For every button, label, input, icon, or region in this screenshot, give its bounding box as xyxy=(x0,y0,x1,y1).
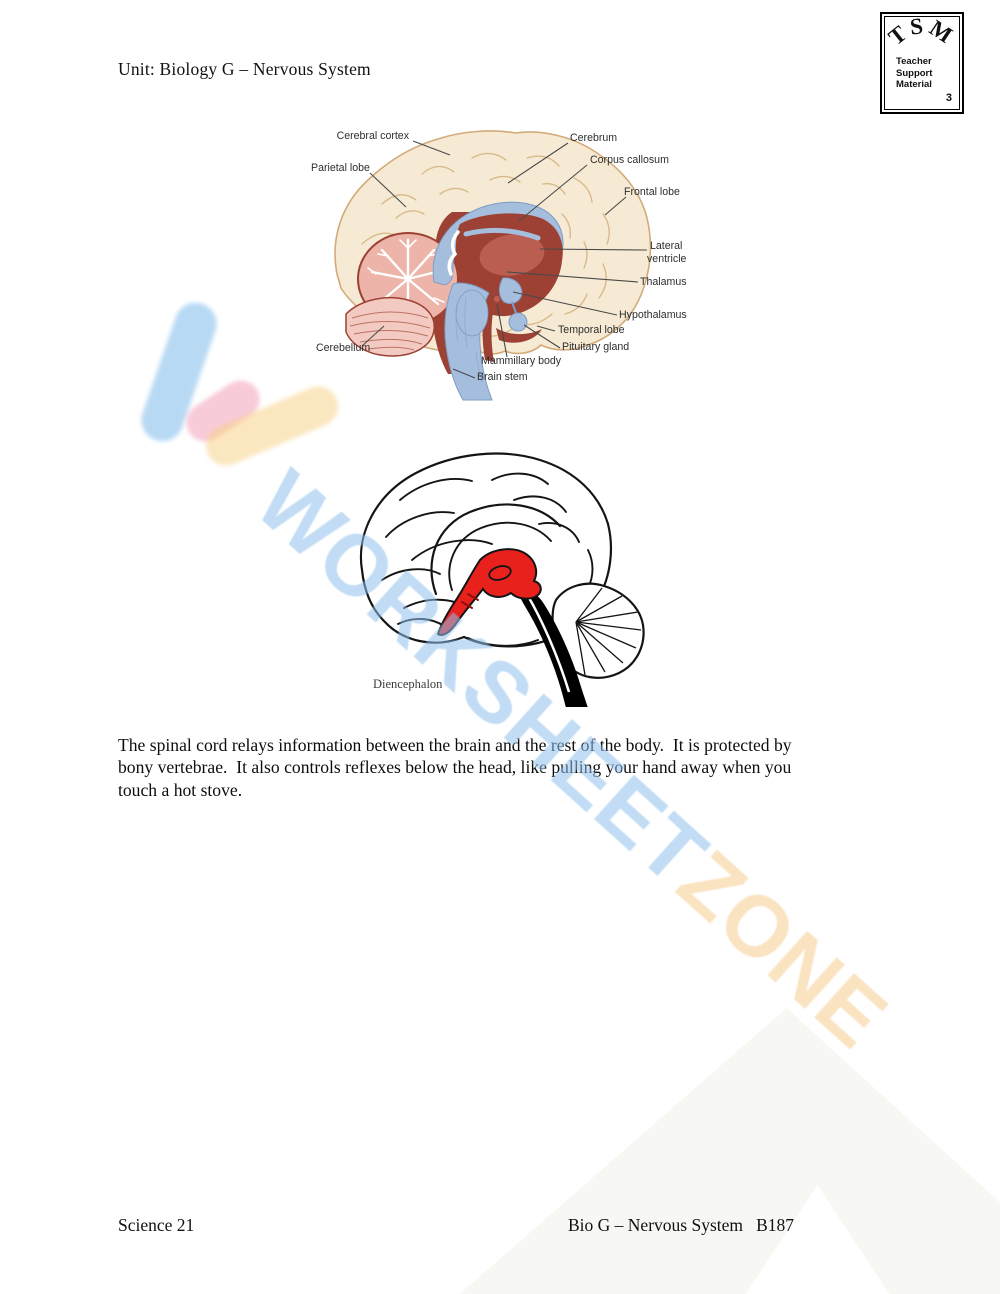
tsm-badge-inner: TSM Teacher Support Material 3 xyxy=(884,16,960,110)
diencephalon-shading xyxy=(461,593,479,609)
label-cerebral-cortex: Cerebral cortex xyxy=(337,130,410,142)
svg-text:TSM: TSM xyxy=(885,18,959,50)
body-paragraph-line1: The spinal cord relays information betwe… xyxy=(118,735,792,755)
sagittal-brain-diagram: Cerebral cortex Parietal lobe Cerebrum C… xyxy=(311,130,687,401)
label-temporal-lobe: Temporal lobe xyxy=(558,324,625,336)
tsm-arc-text: TSM xyxy=(885,18,959,50)
pons-bulge xyxy=(455,289,489,337)
hypothalamus-shape xyxy=(498,277,523,305)
label-lateral-ventricle-1: Lateral xyxy=(650,240,682,252)
label-mammillary-body: Mammillary body xyxy=(481,355,562,367)
diencephalon-highlight xyxy=(436,548,542,636)
label-pituitary-gland: Pituitary gland xyxy=(562,341,629,353)
label-hypothalamus: Hypothalamus xyxy=(619,309,687,321)
label-corpus-callosum: Corpus callosum xyxy=(590,154,669,166)
pituitary-stalk xyxy=(511,301,517,314)
body-paragraph: The spinal cord relays information betwe… xyxy=(118,734,792,801)
page-title: Unit: Biology G – Nervous System xyxy=(118,59,371,79)
cerebellum-rays xyxy=(575,587,642,676)
stem-striations xyxy=(455,296,483,383)
tsm-caption: Teacher Support Material xyxy=(896,56,959,91)
label-brain-stem: Brain stem xyxy=(477,371,528,383)
body-paragraph-line3: touch a hot stove. xyxy=(118,779,243,800)
mammillary-body-shape xyxy=(493,295,501,303)
footer-unit-page: Bio G – Nervous System B187 xyxy=(568,1215,795,1235)
tsm-caption-line2: Support xyxy=(896,67,933,79)
cerebellum-striations xyxy=(349,311,431,351)
footer-course: Science 21 xyxy=(118,1215,195,1235)
label-frontal-lobe: Frontal lobe xyxy=(624,186,680,198)
tsm-acronym: TSM xyxy=(885,18,956,50)
body-paragraph-line2: bony vertebrae. It also controls reflexe… xyxy=(118,757,792,778)
leader-lines xyxy=(361,140,648,379)
tsm-caption-line1: Teacher xyxy=(896,56,932,67)
outline-cerebrum xyxy=(359,452,613,648)
diencephalon-swirl xyxy=(488,565,512,581)
label-thalamus: Thalamus xyxy=(640,276,687,288)
brainstem-midline xyxy=(526,595,571,693)
tsm-badge: TSM Teacher Support Material 3 xyxy=(880,12,964,114)
tsm-number: 3 xyxy=(945,92,952,104)
thalamus-shape xyxy=(478,233,546,277)
tsm-caption-line3: Material xyxy=(896,79,932,90)
label-parietal-lobe: Parietal lobe xyxy=(311,162,370,174)
fornix-squiggle xyxy=(447,230,460,276)
label-diencephalon: Diencephalon xyxy=(373,677,443,691)
label-cerebellum: Cerebellum xyxy=(316,342,370,354)
basal-maroon-patch xyxy=(496,328,542,343)
label-cerebrum: Cerebrum xyxy=(570,132,617,144)
pituitary-gland-shape xyxy=(508,312,528,332)
diencephalon-diagram: Diencephalon xyxy=(359,452,645,707)
label-lateral-ventricle-2: ventricle xyxy=(647,253,687,265)
ventricle-slit xyxy=(463,227,541,241)
